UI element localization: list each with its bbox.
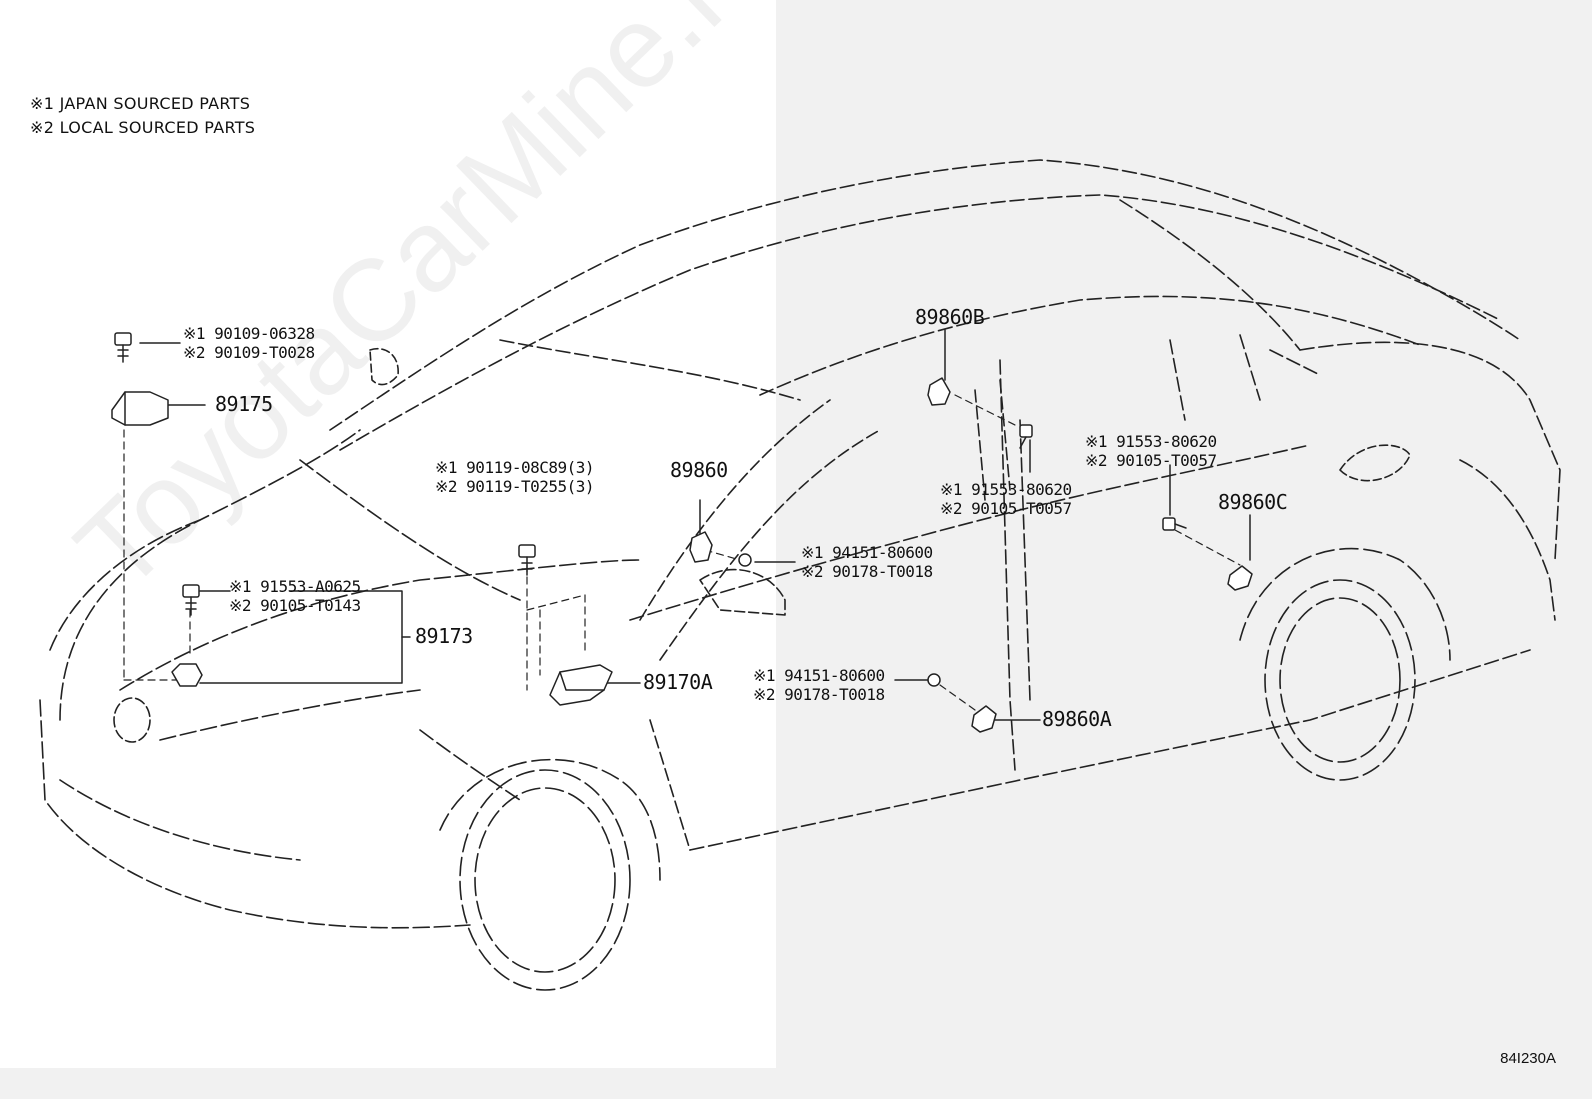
part-label-89860: 89860 <box>670 458 728 482</box>
fastener-japan: ※1 91553-80620 <box>940 480 1072 499</box>
fastener-local: ※2 90178-T0018 <box>801 562 933 581</box>
bolt-89860B <box>1019 424 1033 449</box>
fuel-door <box>1339 444 1411 482</box>
front-end <box>39 429 641 929</box>
sensor-89860B <box>927 377 951 406</box>
right-background <box>776 0 1592 1099</box>
front-wheel <box>439 758 661 991</box>
bolt-89173 <box>182 584 200 616</box>
fastener-label-89860C: ※1 91553-80620 ※2 90105-T0057 <box>1085 432 1217 470</box>
part-label-89860B: 89860B <box>915 305 985 329</box>
bolt-89860C <box>1162 517 1187 531</box>
legend-text: LOCAL SOURCED PARTS <box>59 118 256 137</box>
nut-89860A <box>927 673 941 687</box>
fastener-japan: ※1 91553-80620 <box>1085 432 1217 451</box>
hardware <box>111 332 1253 733</box>
part-label-89170A: 89170A <box>643 670 713 694</box>
sensor-89860A <box>971 705 997 733</box>
sensor-89860C <box>1227 565 1253 591</box>
bolt-89170A <box>518 544 536 576</box>
headlight <box>113 697 151 743</box>
fastener-japan: ※1 90119-08C89(3) <box>435 458 595 477</box>
part-label-89860C: 89860C <box>1218 490 1288 514</box>
fastener-label-89175: ※1 90109-06328 ※2 90109-T0028 <box>183 324 315 362</box>
side-mirror <box>369 348 399 386</box>
nut-89860 <box>738 553 752 567</box>
rear-wheel <box>1239 547 1451 781</box>
fastener-label-89860A: ※1 94151-80600 ※2 90178-T0018 <box>753 666 885 704</box>
fastener-label-89860B: ※1 91553-80620 ※2 90105-T0057 <box>940 480 1072 518</box>
fastener-local: ※2 90105-T0057 <box>1085 451 1217 470</box>
part-label-89175: 89175 <box>215 392 273 416</box>
label-leaders <box>139 329 1251 721</box>
sensor-89860 <box>689 531 713 563</box>
diagram-code: 84I230A <box>1500 1050 1556 1067</box>
bolt-89175 <box>114 332 132 363</box>
legend-mark: ※2 <box>30 118 55 137</box>
legend: ※1 JAPAN SOURCED PARTS ※2 LOCAL SOURCED … <box>30 92 255 140</box>
sensor-89173 <box>171 663 203 687</box>
part-label-89860A: 89860A <box>1042 707 1112 731</box>
part-label-89173: 89173 <box>415 624 473 648</box>
bottom-strip <box>0 1068 1592 1099</box>
sensor-89175 <box>111 391 169 426</box>
leader-lines <box>123 394 1241 711</box>
fastener-local: ※2 90109-T0028 <box>183 343 315 362</box>
fastener-local: ※2 90105-T0057 <box>940 499 1072 518</box>
fastener-japan: ※1 94151-80600 <box>753 666 885 685</box>
fastener-local: ※2 90105-T0143 <box>229 596 361 615</box>
fastener-japan: ※1 94151-80600 <box>801 543 933 562</box>
fastener-japan: ※1 90109-06328 <box>183 324 315 343</box>
fastener-local: ※2 90119-T0255(3) <box>435 477 595 496</box>
legend-text: JAPAN SOURCED PARTS <box>59 94 251 113</box>
fastener-label-89170A: ※1 90119-08C89(3) ※2 90119-T0255(3) <box>435 458 595 496</box>
car-body-outline <box>329 159 1561 851</box>
legend-item-local: ※2 LOCAL SOURCED PARTS <box>30 116 255 140</box>
legend-mark: ※1 <box>30 94 55 113</box>
fastener-japan: ※1 91553-A0625 <box>229 577 361 596</box>
legend-item-japan: ※1 JAPAN SOURCED PARTS <box>30 92 255 116</box>
fastener-label-89173: ※1 91553-A0625 ※2 90105-T0143 <box>229 577 361 615</box>
left-background <box>0 0 776 1099</box>
fastener-local: ※2 90178-T0018 <box>753 685 885 704</box>
fastener-label-89860: ※1 94151-80600 ※2 90178-T0018 <box>801 543 933 581</box>
